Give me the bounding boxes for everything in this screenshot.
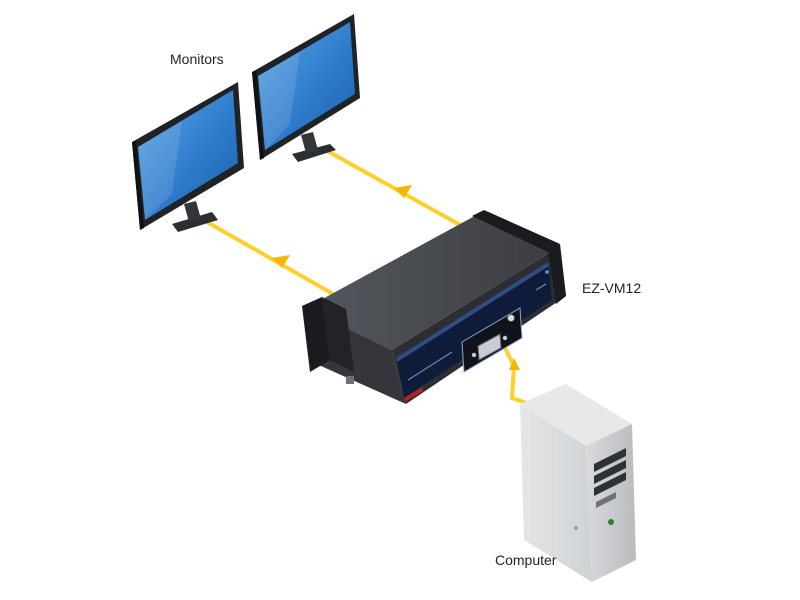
vga-connector-icon bbox=[471, 333, 508, 361]
cable-arrow bbox=[394, 185, 412, 198]
monitor-right bbox=[252, 14, 360, 162]
ez-vm12-device bbox=[302, 210, 566, 404]
monitor-screen bbox=[258, 22, 355, 150]
power-led-icon bbox=[507, 314, 515, 322]
cable-from-computer bbox=[500, 341, 531, 406]
monitors-label: Monitors bbox=[170, 51, 224, 67]
cable-to-monitor-right bbox=[321, 146, 463, 228]
cable-arrow bbox=[509, 358, 520, 370]
power-button-icon bbox=[608, 519, 614, 525]
monitor-screen bbox=[138, 90, 238, 220]
computer-tower bbox=[520, 384, 636, 582]
cable-to-monitor-left bbox=[199, 216, 341, 300]
device-label: EZ-VM12 bbox=[582, 280, 642, 296]
computer-label: Computer bbox=[495, 552, 557, 568]
front-panel bbox=[396, 262, 552, 398]
monitor-left bbox=[132, 82, 244, 232]
cable-arrow bbox=[272, 255, 290, 268]
